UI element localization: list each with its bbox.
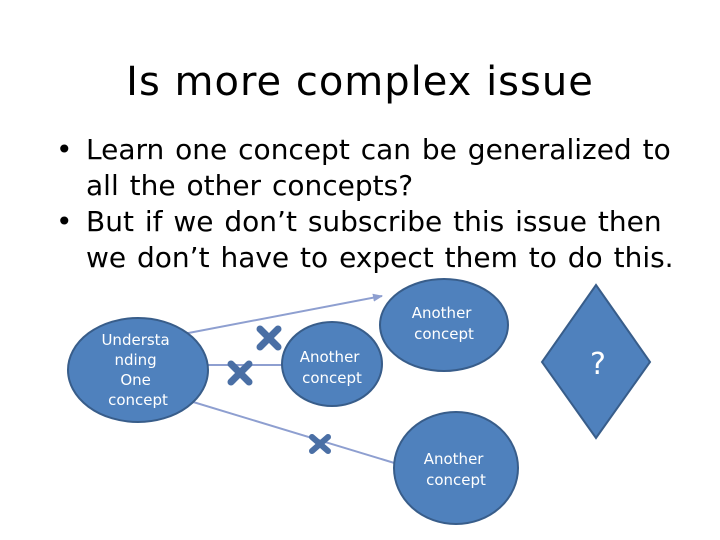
source-label-line: One xyxy=(120,371,151,389)
source-label-line: Understa xyxy=(101,331,169,349)
top-label-line: Another xyxy=(412,304,473,322)
bullet-item: But if we don’t subscribe this issue the… xyxy=(54,204,694,276)
middle-label-line: Another xyxy=(300,348,361,366)
top-concept-node xyxy=(379,278,509,372)
source-label-line: nding xyxy=(114,351,156,369)
arrow-to-top-concept xyxy=(177,293,383,336)
top-label-line: concept xyxy=(414,325,474,343)
blocked-cross-icon xyxy=(309,434,331,454)
bullet-item: Learn one concept can be generalized to … xyxy=(54,132,694,204)
bottom-concept-node xyxy=(393,411,519,525)
source-concept-node xyxy=(67,317,209,423)
top-concept-label: Another concept xyxy=(412,304,477,343)
blocked-cross-icon xyxy=(227,360,253,386)
source-label-line: concept xyxy=(108,391,168,409)
bottom-label-line: concept xyxy=(426,471,486,489)
blocked-cross-icon xyxy=(256,325,282,351)
arrow-to-bottom-concept xyxy=(179,397,425,474)
source-concept-label: Understa nding One concept xyxy=(101,331,174,409)
unknown-concept-diamond xyxy=(540,283,652,440)
middle-label-line: concept xyxy=(302,369,362,387)
middle-concept-label: Another concept xyxy=(300,348,365,387)
bullet-list: Learn one concept can be generalized to … xyxy=(54,132,694,276)
bottom-label-line: Another xyxy=(424,450,485,468)
slide-title: Is more complex issue xyxy=(126,58,594,105)
unknown-concept-label: ? xyxy=(590,347,606,382)
middle-concept-node xyxy=(281,321,383,407)
bottom-concept-label: Another concept xyxy=(424,450,489,489)
